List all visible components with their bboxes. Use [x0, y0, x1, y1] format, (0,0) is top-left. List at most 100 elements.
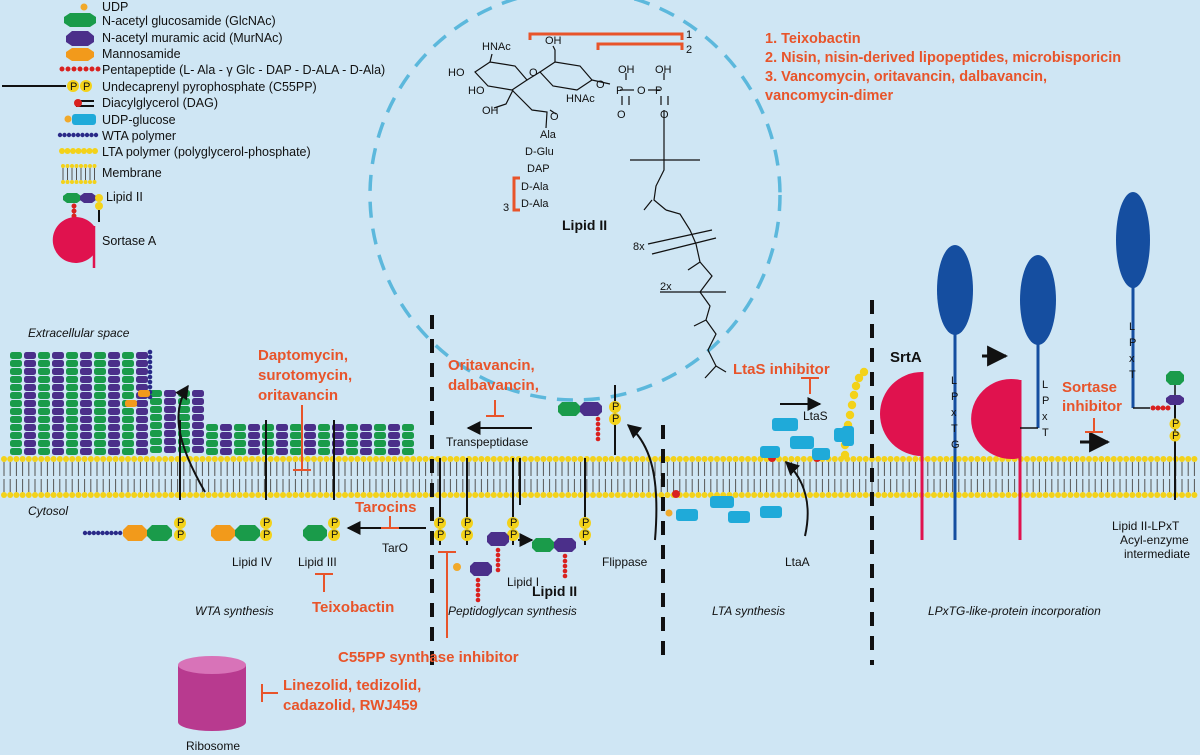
- svg-text:P: P: [612, 413, 619, 425]
- list-item-3-cont: vancomycin-dimer: [765, 88, 893, 104]
- legend-pentapeptide: Pentapeptide (L- Ala - γ Glc - DAP - D-A…: [102, 63, 385, 77]
- pg-synthesis-title: Peptidoglycan synthesis: [448, 604, 577, 618]
- lipid-iii-label: Lipid III: [298, 555, 337, 569]
- svg-text:Ala: Ala: [540, 129, 557, 141]
- membrane: [1, 456, 1198, 498]
- svg-text:HNAc: HNAc: [482, 41, 511, 53]
- legend-murnac: N-acetyl muramic acid (MurNAc): [102, 31, 283, 45]
- acyl-label-3: intermediate: [1124, 547, 1190, 561]
- svg-text:P: P: [331, 517, 338, 529]
- oritavancin-label: oritavancin: [258, 387, 338, 404]
- glcnac-icon: [64, 13, 96, 27]
- svg-text:OH: OH: [618, 64, 635, 76]
- svg-text:O: O: [617, 109, 626, 121]
- binding-site-2: [596, 42, 684, 50]
- svg-text:OH: OH: [545, 35, 562, 47]
- svg-text:HNAc: HNAc: [566, 93, 595, 105]
- legend-membrane: Membrane: [102, 166, 162, 180]
- svg-text:2: 2: [686, 44, 692, 56]
- svg-text:L: L: [1042, 379, 1048, 391]
- svg-text:P: P: [464, 517, 471, 529]
- legend: UDP N-acetyl glucosamide (GlcNAc) N-acet…: [2, 0, 385, 268]
- svg-text:P: P: [437, 529, 444, 541]
- teixobactin-label: Teixobactin: [312, 599, 394, 616]
- inhibitor-list: 1. Teixobactin 2. Nisin, nisin-derived l…: [765, 31, 1121, 104]
- c55pp-icon: P P: [2, 80, 92, 93]
- svg-text:D-Ala: D-Ala: [521, 198, 549, 210]
- svg-text:P: P: [70, 81, 77, 93]
- ribosome: Ribosome: [178, 656, 246, 753]
- binding-site-3: [512, 176, 520, 212]
- wta-cell-wall: [10, 349, 414, 455]
- acyl-label-1: Lipid II-LPxT: [1112, 519, 1180, 533]
- svg-text:x: x: [1129, 353, 1135, 365]
- svg-text:P: P: [510, 517, 517, 529]
- svg-text:P: P: [616, 85, 623, 97]
- udp-glucose-icon: [64, 114, 96, 125]
- lpxtg-incorporation: SrtA LPxTG LPxT LPxT Lipid II-LPxT Acyl-…: [880, 192, 1190, 618]
- svg-text:P: P: [331, 529, 338, 541]
- lipid-i-label: Lipid I: [507, 575, 539, 589]
- svg-text:P: P: [1172, 418, 1179, 430]
- legend-glcnac: N-acetyl glucosamide (GlcNAc): [102, 14, 276, 28]
- list-item-2: 2. Nisin, nisin-derived lipopeptides, mi…: [765, 50, 1121, 66]
- svg-text:D-Glu: D-Glu: [525, 146, 554, 158]
- lipid-iv-label: Lipid IV: [232, 555, 272, 569]
- tarocins-label: Tarocins: [355, 499, 416, 516]
- ltas-inhibitor-label: LtaS inhibitor: [733, 361, 830, 378]
- svg-text:L: L: [951, 375, 957, 387]
- svg-text:P: P: [177, 529, 184, 541]
- legend-lta: LTA polymer (polyglycerol-phosphate): [102, 145, 311, 159]
- svg-text:OH: OH: [482, 105, 499, 117]
- legend-dag: Diacylglycerol (DAG): [102, 96, 218, 110]
- cadazolid-label: cadazolid, RWJ459: [283, 697, 418, 714]
- svg-text:8x: 8x: [633, 241, 645, 253]
- peptidoglycan-synthesis: Lipid I Lipid II Flippase Transpeptidase…: [434, 385, 658, 618]
- svg-text:1: 1: [686, 29, 692, 41]
- svg-text:O: O: [596, 79, 605, 91]
- svg-text:O: O: [660, 109, 669, 121]
- lipid-ii-title: Lipid II: [562, 217, 607, 233]
- ribosome-label: Ribosome: [186, 739, 240, 753]
- surotomycin-label: surotomycin,: [258, 367, 352, 384]
- ltas-label: LtaS: [803, 409, 828, 423]
- lta-synthesis-title: LTA synthesis: [712, 604, 785, 618]
- list-item-1: 1. Teixobactin: [765, 31, 861, 47]
- dag-icon: [74, 99, 94, 107]
- flippase-label: Flippase: [602, 555, 648, 569]
- svg-text:O: O: [529, 67, 538, 79]
- svg-text:x: x: [1042, 411, 1048, 423]
- pentapeptide-icon: [59, 66, 101, 72]
- svg-text:P: P: [1129, 337, 1136, 349]
- svg-text:P: P: [951, 391, 958, 403]
- lipid-ii-structure: [474, 32, 727, 379]
- linezolid-label: Linezolid, tedizolid,: [283, 677, 421, 694]
- acyl-label-2: Acyl-enzyme: [1120, 533, 1189, 547]
- svg-text:O: O: [637, 85, 646, 97]
- legend-udp: UDP: [102, 0, 128, 14]
- svg-text:DAP: DAP: [527, 163, 550, 175]
- svg-text:P: P: [83, 81, 90, 93]
- udp-icon: [80, 3, 88, 11]
- svg-text:P: P: [1042, 395, 1049, 407]
- lipid-ii-icon: [63, 193, 103, 222]
- svg-text:2x: 2x: [660, 281, 672, 293]
- cytosol-label: Cytosol: [28, 504, 68, 518]
- svg-text:P: P: [655, 85, 662, 97]
- lta-synthesis: LtaA LtaS LTA synthesis: [665, 367, 869, 618]
- extracellular-label: Extracellular space: [28, 326, 130, 340]
- svg-text:HO: HO: [468, 85, 485, 97]
- mannosamide-icon: [66, 48, 94, 61]
- svg-text:O: O: [550, 111, 559, 123]
- sortase-inhibitor-label-2: inhibitor: [1062, 398, 1122, 415]
- lipid-ii-inset-circle: [368, 0, 782, 402]
- svg-text:x: x: [951, 407, 957, 419]
- lta-polymer-icon: [59, 148, 98, 154]
- svg-text:L: L: [1129, 321, 1135, 333]
- svg-text:G: G: [951, 439, 960, 451]
- svg-text:P: P: [1172, 430, 1179, 442]
- wta-synthesis: Lipid IV Lipid III TarO WTA synthesis: [82, 384, 426, 618]
- legend-wta: WTA polymer: [102, 129, 176, 143]
- svg-text:P: P: [510, 529, 517, 541]
